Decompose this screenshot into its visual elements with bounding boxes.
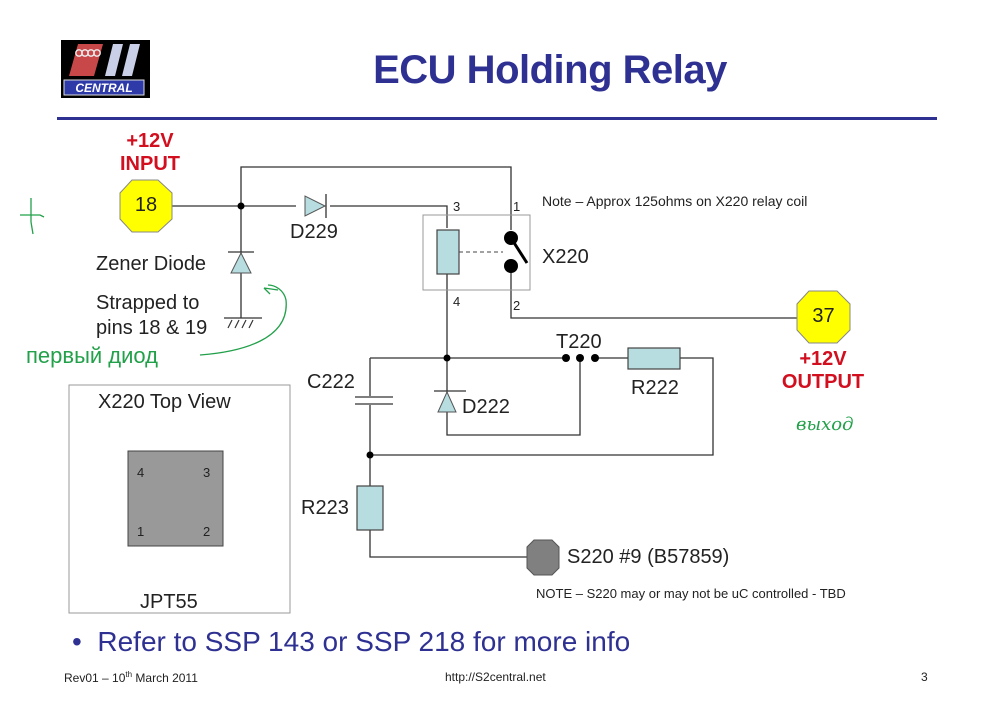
t220-terminals-icon [562,354,599,362]
input-pin-number: 18 [134,194,158,216]
wire-r222-right [370,357,714,456]
zener-label: Zener Diode [96,253,207,275]
bullet-icon: • [72,626,98,657]
logo-text: CENTRAL [75,81,132,95]
revision-sup: th [125,670,133,679]
handwritten-output-annotation: выход [796,414,854,435]
title-divider [57,117,937,120]
ground-icon [224,317,262,329]
s220-connector-icon [526,539,560,576]
input-label: INPUT [120,153,180,175]
d222-diode-icon [434,390,466,413]
top-view-pin-4: 4 [137,465,145,480]
d222-label: D222 [462,396,510,418]
slide-title: ECU Holding Relay [373,48,727,92]
top-view-frame [68,384,291,614]
top-view-pin-2: 2 [203,524,211,539]
pin-18-badge-icon [119,179,173,233]
r222-label: R222 [631,377,679,399]
junction-dot [366,451,374,459]
x220-relay-icon [422,214,531,291]
reference-text: Refer to SSP 143 or SSP 218 for more inf… [97,626,631,657]
strap-label-line2: pins 18 & 19 [96,317,208,339]
revision-text: Rev01 – 10 [64,671,126,685]
x220-pin-1: 1 [513,199,521,214]
reference-bullet: • Refer to SSP 143 or SSP 218 for more i… [72,626,630,658]
r222-resistor-icon [627,347,681,370]
x220-pin-2: 2 [513,298,521,313]
footer-url[interactable]: http://S2central.net [445,670,546,684]
wire-output [510,272,797,319]
junction-dot [237,202,245,210]
top-view-pin-1: 1 [137,524,145,539]
junction-dot [443,354,451,362]
strap-label-line1: Strapped to [96,292,200,314]
c222-capacitor-icon [355,396,393,405]
footer-revision: Rev01 – 10th March 2011 [64,670,198,685]
wire-d229-to-pin3 [330,205,448,228]
x220-label: X220 [542,246,589,268]
d229-diode-icon [304,194,327,218]
t220-label: T220 [556,331,602,353]
c222-label: C222 [307,371,355,393]
r223-resistor-icon [356,485,384,531]
r223-label: R223 [301,497,349,519]
s220-note: NOTE – S220 may or may not be uC control… [536,586,846,601]
x220-pin-4: 4 [453,294,461,309]
handwritten-cross-icon [20,198,45,235]
revision-date: March 2011 [132,671,198,685]
wire-r223-s220 [369,530,527,558]
s2-central-logo: CENTRAL [61,40,150,98]
zener-diode-icon [228,251,254,274]
handwritten-zener-annotation: первый диод [26,343,158,368]
page-number: 3 [921,670,928,684]
top-view-title: X220 Top View [98,391,231,413]
d229-label: D229 [290,221,338,243]
handwritten-arrow-icon [199,284,287,356]
output-pin-number: 37 [812,305,835,327]
top-view-part-number: JPT55 [140,591,198,613]
pin-37-badge-icon [796,290,851,344]
x220-pin-3: 3 [453,199,461,214]
output-voltage-label: +12V [799,348,847,370]
relay-coil-note: Note – Approx 125ohms on X220 relay coil [542,193,808,209]
s220-label: S220 #9 (B57859) [567,546,730,568]
top-view-relay-body [127,450,224,547]
wire-top-loop [240,166,512,230]
input-voltage-label: +12V [126,130,174,152]
top-view-pin-3: 3 [203,465,211,480]
output-label: OUTPUT [781,371,865,393]
